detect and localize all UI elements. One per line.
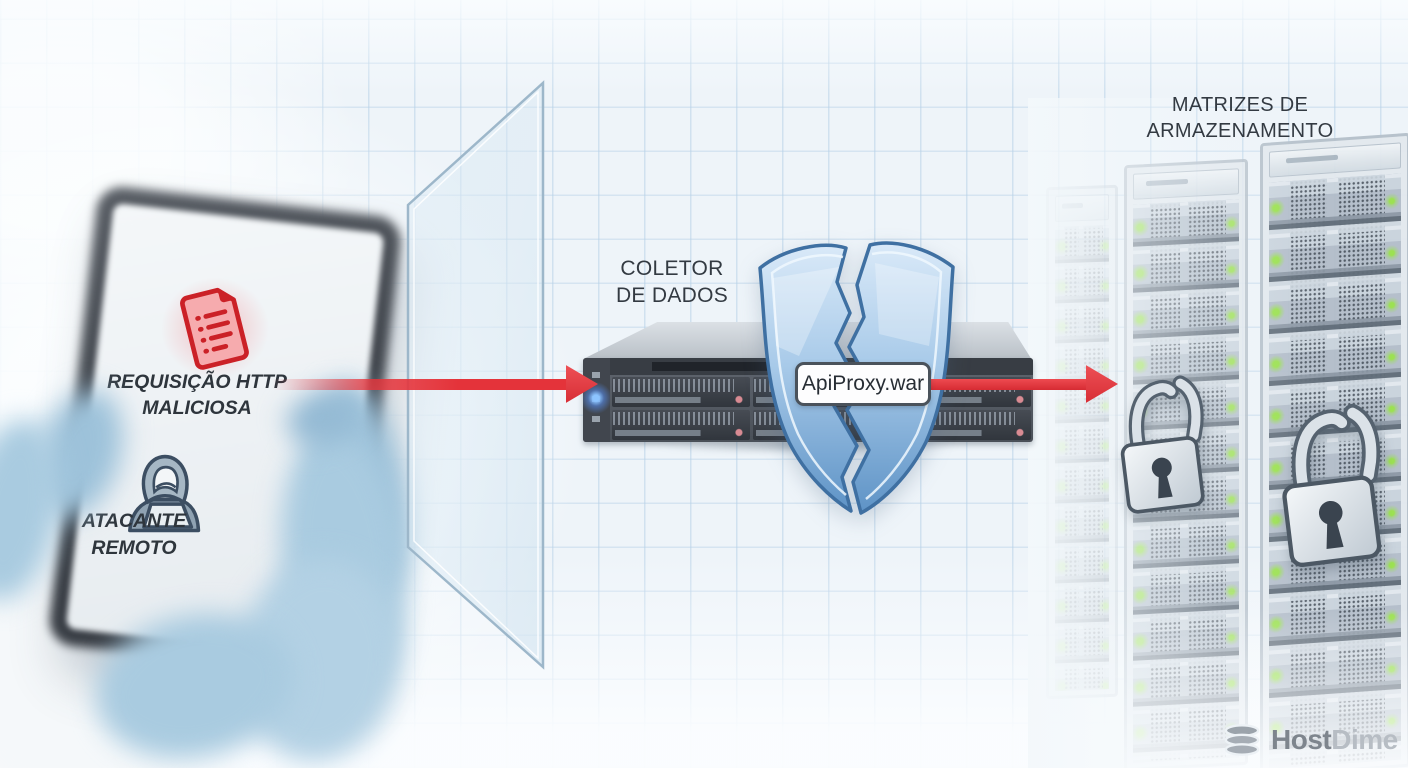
rack-top-panel [1055, 194, 1109, 222]
storage-rack-group [1028, 98, 1408, 768]
payload-badge: ApiProxy.war [795, 362, 931, 406]
logo-text-host: Host [1271, 724, 1332, 755]
attack-arrow-right [922, 362, 1118, 406]
hooded-attacker-icon [128, 454, 201, 533]
remote-attacker-label: ATACANTE REMOTO [81, 510, 187, 560]
hostdime-logo-icon [1224, 724, 1260, 756]
storage-arrays-label: MATRIZES DE ARMAZENAMENTO [1146, 94, 1334, 142]
drive-bay [612, 377, 750, 407]
data-collector-label: COLETOR DE DADOS [615, 257, 729, 308]
server-mesh-texture [1083, 225, 1103, 690]
rack-top-panel [1133, 168, 1239, 200]
hostdime-wordmark: HostDime [1271, 724, 1398, 756]
logo-text-dime: Dime [1331, 724, 1398, 755]
broken-padlock-icon [1272, 400, 1390, 572]
malicious-request-label: REQUISIÇÃO HTTP MALICIOSA [107, 371, 287, 420]
arrow-shaft [922, 379, 1092, 390]
firewall-glass-pane [406, 80, 545, 670]
arrow-head [1086, 365, 1118, 403]
attack-arrow-left [272, 362, 598, 406]
rack-server-stack [1055, 225, 1109, 691]
drive-bay [612, 410, 750, 440]
rack-cabinet [1046, 184, 1118, 700]
arrow-shaft [272, 379, 572, 390]
hostdime-logo: HostDime [1222, 722, 1398, 758]
malicious-document-icon [180, 287, 249, 370]
server-mesh-texture [1063, 226, 1079, 691]
rack-top-panel [1269, 142, 1401, 178]
server-control-panel [583, 358, 610, 442]
broken-padlock-icon [1112, 372, 1212, 518]
arrow-head [566, 365, 598, 403]
